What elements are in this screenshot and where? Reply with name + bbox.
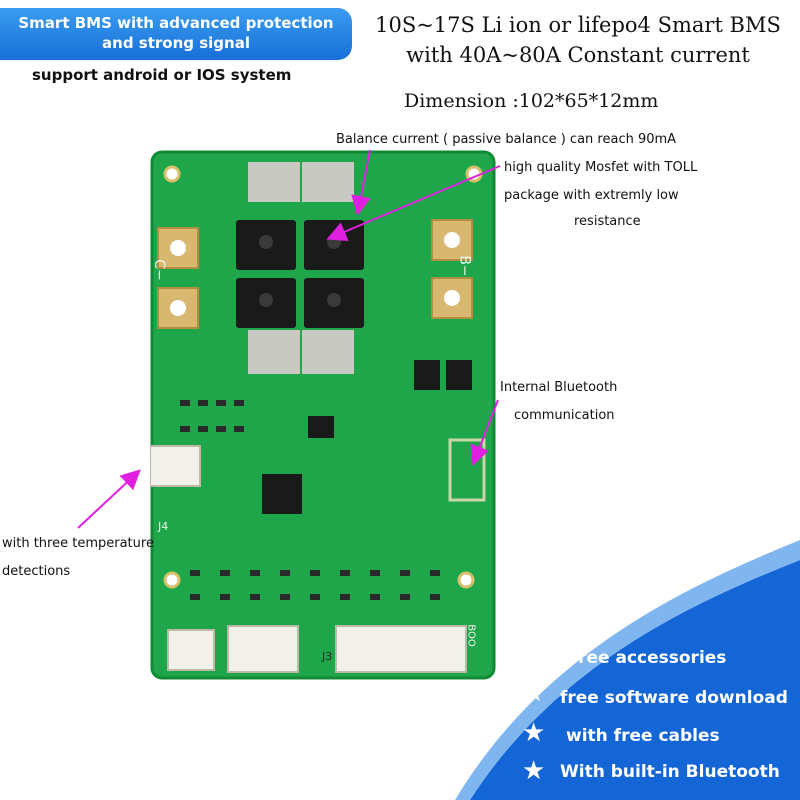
mosfet-callout-3: resistance: [574, 214, 641, 229]
star-icon: ★: [522, 756, 546, 786]
mosfet-callout-1: high quality Mosfet with TOLL: [504, 160, 698, 175]
accessory-item: With built-in Bluetooth: [560, 762, 780, 782]
star-icon: ★: [522, 718, 546, 748]
temp-callout-1: with three temperature: [2, 536, 154, 551]
headline-line-1: 10S~17S Li ion or lifepo4 Smart BMS: [375, 13, 781, 37]
j3-label: J3: [322, 650, 333, 663]
headline-line-2: with 40A~80A Constant current: [406, 43, 750, 67]
dimension-text: Dimension :102*65*12mm: [404, 90, 659, 112]
feature-badge: Smart BMS with advanced protection and s…: [0, 8, 352, 60]
mosfet-callout-2: package with extremly low: [504, 188, 679, 203]
accessories-title: With free accessories: [520, 648, 727, 668]
temp-callout-2: detections: [2, 564, 71, 579]
accessory-item: free software download: [560, 688, 788, 708]
bluetooth-callout-1: Internal Bluetooth: [500, 380, 618, 395]
support-text: support android or IOS system: [32, 66, 292, 84]
bms-board-image: [150, 150, 496, 680]
headline: 10S~17S Li ion or lifepo4 Smart BMS with…: [368, 10, 788, 70]
badge-line-1: Smart BMS with advanced protection: [18, 14, 334, 32]
bluetooth-callout-2: communication: [514, 408, 615, 423]
badge-line-2: and strong signal: [102, 34, 250, 52]
j4-label: J4: [158, 520, 169, 533]
accessory-item: with free cables: [566, 726, 720, 746]
balance-callout: Balance current ( passive balance ) can …: [336, 132, 677, 147]
star-icon: ★: [522, 678, 546, 708]
